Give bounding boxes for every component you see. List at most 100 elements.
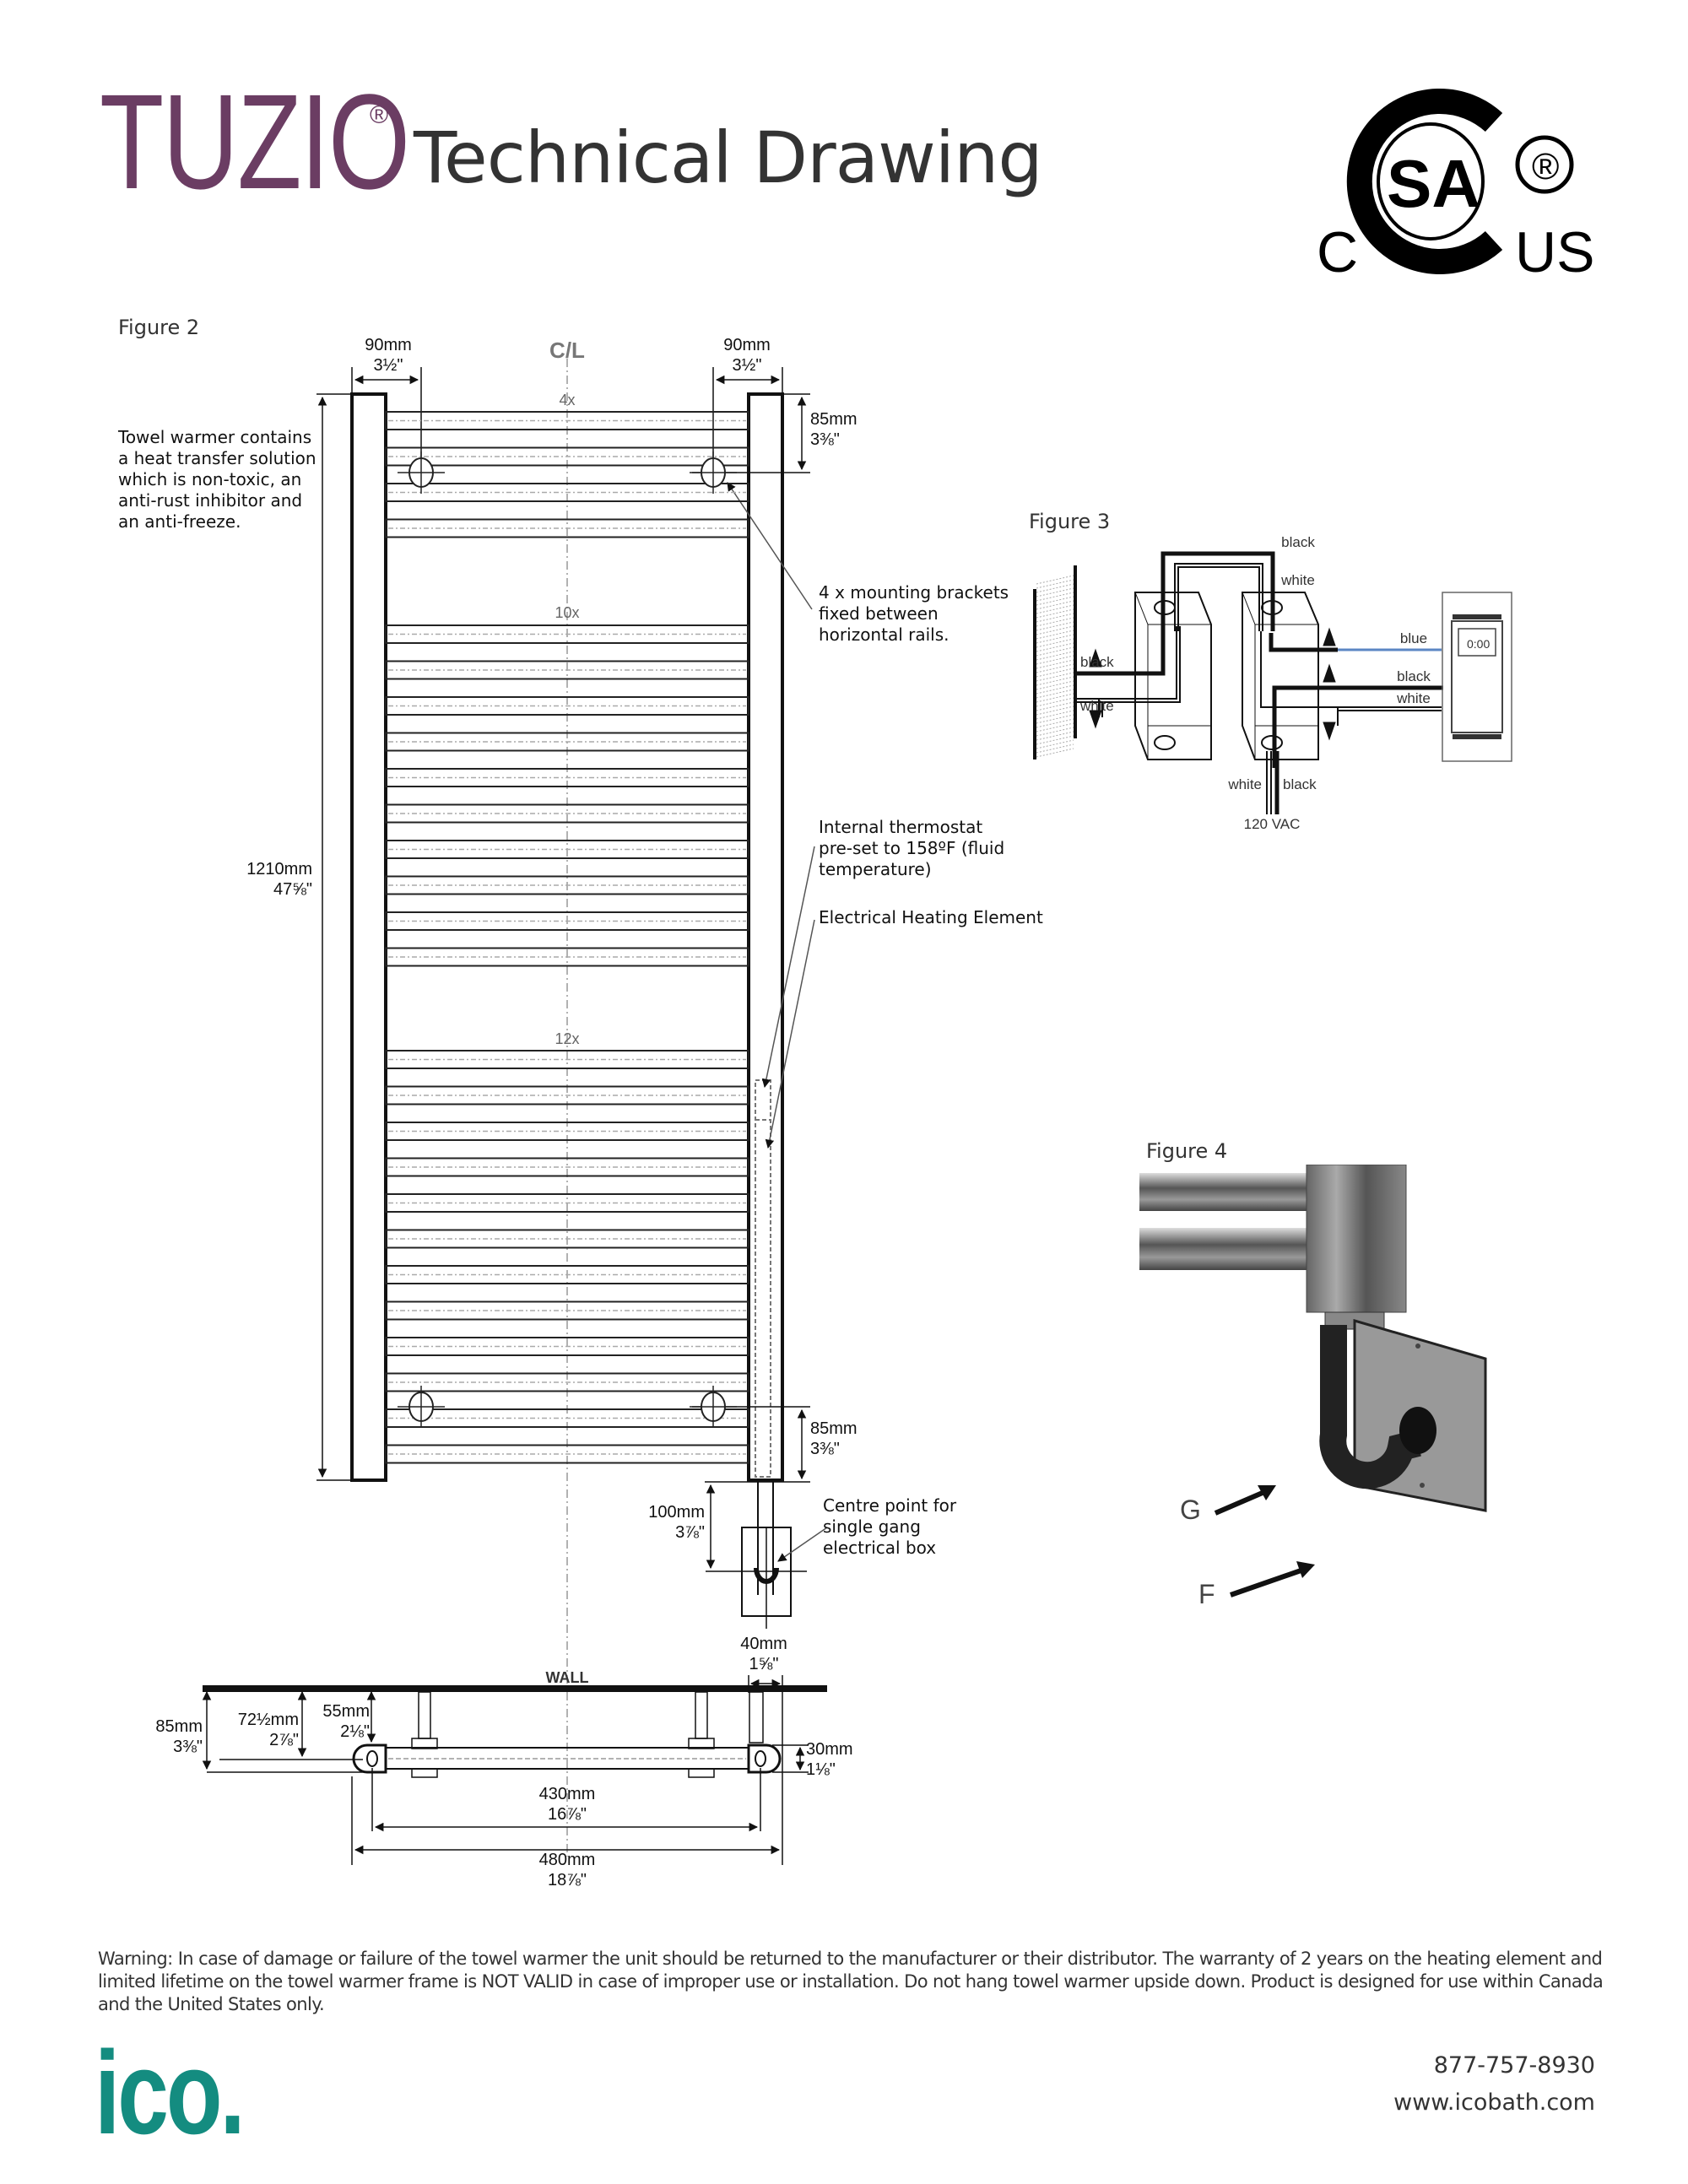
towel-rail — [385, 732, 749, 752]
dim-box-drop-mm: 100mm — [648, 1503, 705, 1522]
left-side-bar — [350, 392, 387, 1482]
ico-logo: ico. — [95, 2026, 246, 2159]
towel-rail — [385, 483, 749, 502]
page-title: Technical Drawing — [414, 116, 1043, 199]
dim-bottom-offset-in: 3⅜" — [810, 1440, 840, 1458]
phone-number: 877-757-8930 — [1433, 2052, 1595, 2079]
csa-mark: SA — [1387, 146, 1480, 221]
dim-wall-depth-mm: 85mm — [155, 1717, 203, 1736]
dim-bar-width-mm: 40mm — [740, 1635, 787, 1653]
dim-bracket-depth-mm: 55mm — [322, 1702, 370, 1721]
towel-rail — [385, 1444, 749, 1464]
callout-mounting-brackets: 4 x mounting brackets fixed between hori… — [819, 582, 1009, 645]
wire-label: white — [1396, 690, 1431, 706]
wire-label: black — [1281, 534, 1315, 550]
csa-c-label: C — [1317, 220, 1358, 284]
wire-label: black — [1080, 654, 1114, 670]
towel-rail — [385, 624, 749, 644]
dim-bar-center-depth-in: 2⅞" — [269, 1731, 299, 1749]
towel-rail — [385, 911, 749, 931]
wire-label: black — [1397, 668, 1431, 684]
csa-registered: ® — [1532, 146, 1559, 187]
csa-certification-icon: SA ® C US — [1317, 89, 1594, 284]
towel-rail — [385, 1193, 749, 1213]
towel-rail — [385, 1372, 749, 1392]
csa-us-label: US — [1515, 220, 1594, 284]
dim-bar-depth-in: 1⅛" — [806, 1760, 836, 1779]
dim-top-offset-mm: 85mm — [810, 410, 858, 429]
dim-overall-width-in: 18⅞" — [547, 1871, 587, 1889]
dim-center-width-in: 16⅞" — [547, 1805, 587, 1824]
brackets-group — [398, 451, 737, 1428]
figure-3-wiring-diagram: 0:00 black white black white blue black … — [1033, 534, 1512, 832]
left-bar-end — [352, 1743, 387, 1774]
towel-rail — [385, 1050, 749, 1069]
conduit — [1319, 1325, 1421, 1489]
towel-rail — [385, 1408, 749, 1428]
wire-label: black — [1283, 776, 1317, 792]
pointer-arrow-f — [1230, 1565, 1309, 1597]
towel-rail — [385, 1122, 749, 1141]
dim-bottom-offset-mm: 85mm — [810, 1419, 858, 1438]
heating-element-outline — [755, 1079, 771, 1478]
junction-box-left — [1134, 592, 1212, 760]
towel-rail — [1139, 1228, 1321, 1270]
towel-rail — [385, 411, 749, 430]
rail-group-label: 12x — [555, 1030, 579, 1047]
centerline-label: C/L — [549, 338, 585, 363]
wire-label: white — [1079, 698, 1114, 714]
rail-group-label: 10x — [555, 604, 579, 621]
towel-rail — [385, 696, 749, 716]
dim-bar-width-in: 1⅝" — [749, 1655, 779, 1673]
figure-3-label: Figure 3 — [1029, 510, 1111, 533]
wire-label: blue — [1400, 630, 1427, 646]
dim-overall-width-mm: 480mm — [538, 1851, 596, 1869]
pointer-arrow-g — [1214, 1487, 1272, 1516]
junction-box-right — [1242, 592, 1319, 760]
towel-rail — [385, 518, 749, 538]
towel-rail — [385, 446, 749, 467]
wall-label: WALL — [546, 1669, 589, 1686]
dim-height-in: 47⅝" — [273, 880, 312, 899]
towel-rail — [385, 1265, 749, 1284]
towel-rail — [385, 947, 749, 967]
callout-heating-element: Electrical Heating Element — [819, 907, 1043, 927]
wall-bracket — [418, 1691, 431, 1739]
right-side-bar — [747, 392, 784, 1482]
towel-rail — [385, 660, 749, 680]
side-bar — [1306, 1165, 1407, 1313]
timer-switch — [1442, 592, 1512, 762]
figure-2-front-view: 4x 10x 12x C/L WALL — [202, 338, 828, 1865]
rails-group — [385, 411, 749, 1464]
website-link[interactable]: www.icobath.com — [1393, 2089, 1595, 2116]
tuzio-logo: TUZIO — [100, 66, 410, 217]
towel-rail — [385, 1300, 749, 1321]
dim-bracket-right-in: 3½" — [732, 356, 762, 375]
dim-bracket-depth-in: 2⅛" — [340, 1722, 370, 1741]
towel-rail — [385, 1337, 749, 1356]
figure-2-label: Figure 2 — [118, 316, 200, 339]
towel-rail — [385, 1085, 749, 1106]
towel-rail — [385, 840, 749, 859]
towel-rail — [385, 768, 749, 787]
supply-voltage-label: 120 VAC — [1244, 816, 1301, 832]
figure-4-label: Figure 4 — [1146, 1139, 1228, 1163]
dim-box-drop-in: 3⅞" — [675, 1523, 705, 1542]
dim-center-width-mm: 430mm — [538, 1785, 596, 1803]
wall-bracket — [695, 1691, 708, 1739]
heat-transfer-note: Towel warmer contains a heat transfer so… — [118, 427, 316, 532]
dim-bar-center-depth-mm: 72½mm — [237, 1711, 299, 1729]
towel-rail — [1139, 1173, 1321, 1211]
dim-bracket-left-mm: 90mm — [365, 336, 412, 354]
dim-height-mm: 1210mm — [246, 860, 312, 878]
dim-top-offset-in: 3⅜" — [810, 430, 840, 449]
callout-thermostat: Internal thermostat pre-set to 158ºF (fl… — [819, 817, 1005, 879]
wire-label: white — [1227, 776, 1262, 792]
right-bar-end — [747, 1743, 782, 1774]
dim-wall-depth-in: 3⅜" — [173, 1738, 203, 1756]
timer-display: 0:00 — [1467, 637, 1490, 651]
rail-group-label: 4x — [559, 392, 575, 408]
towel-rail — [385, 875, 749, 895]
figure-4-element-connection: G F — [1139, 1165, 1487, 1609]
towel-rail — [385, 1157, 749, 1177]
